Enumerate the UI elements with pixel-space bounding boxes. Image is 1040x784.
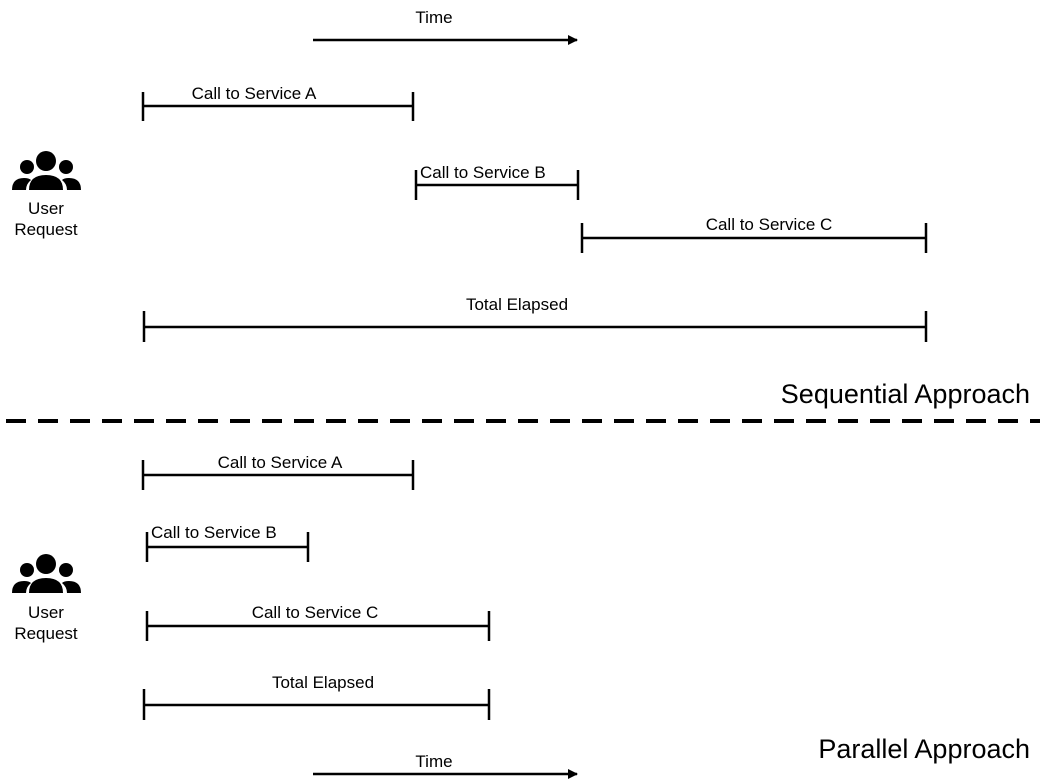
parallel-approach-title: Parallel Approach	[818, 734, 1030, 764]
user-label-line2: Request	[14, 220, 78, 239]
user-request-top: User Request	[6, 198, 86, 240]
users-group-icon	[12, 151, 81, 190]
time-label-bottom: Time	[415, 752, 453, 771]
time-label-top: Time	[415, 8, 453, 27]
par-bar-service-a	[141, 460, 415, 490]
users-group-icon	[12, 554, 81, 593]
par-label-service-c: Call to Service C	[251, 603, 379, 622]
seq-label-service-b: Call to Service B	[420, 163, 546, 182]
par-label-total-elapsed: Total Elapsed	[271, 673, 375, 692]
par-bar-service-c	[145, 611, 491, 641]
par-label-service-b: Call to Service B	[151, 523, 277, 542]
seq-bar-service-c	[580, 223, 928, 253]
user-label-line1: User	[28, 603, 64, 622]
sequential-approach-title: Sequential Approach	[780, 379, 1030, 409]
seq-bar-service-a	[141, 92, 415, 121]
seq-bar-service-b	[414, 170, 580, 200]
seq-label-service-c: Call to Service C	[705, 215, 833, 234]
par-bar-service-b	[145, 532, 310, 562]
par-bar-total-elapsed	[142, 689, 491, 720]
seq-bar-total-elapsed	[142, 311, 928, 342]
seq-label-service-a: Call to Service A	[191, 84, 317, 103]
user-request-bottom: User Request	[6, 602, 86, 644]
seq-label-total-elapsed: Total Elapsed	[465, 295, 569, 314]
user-label-line1: User	[28, 199, 64, 218]
par-label-service-a: Call to Service A	[217, 453, 343, 472]
user-label-line2: Request	[14, 624, 78, 643]
